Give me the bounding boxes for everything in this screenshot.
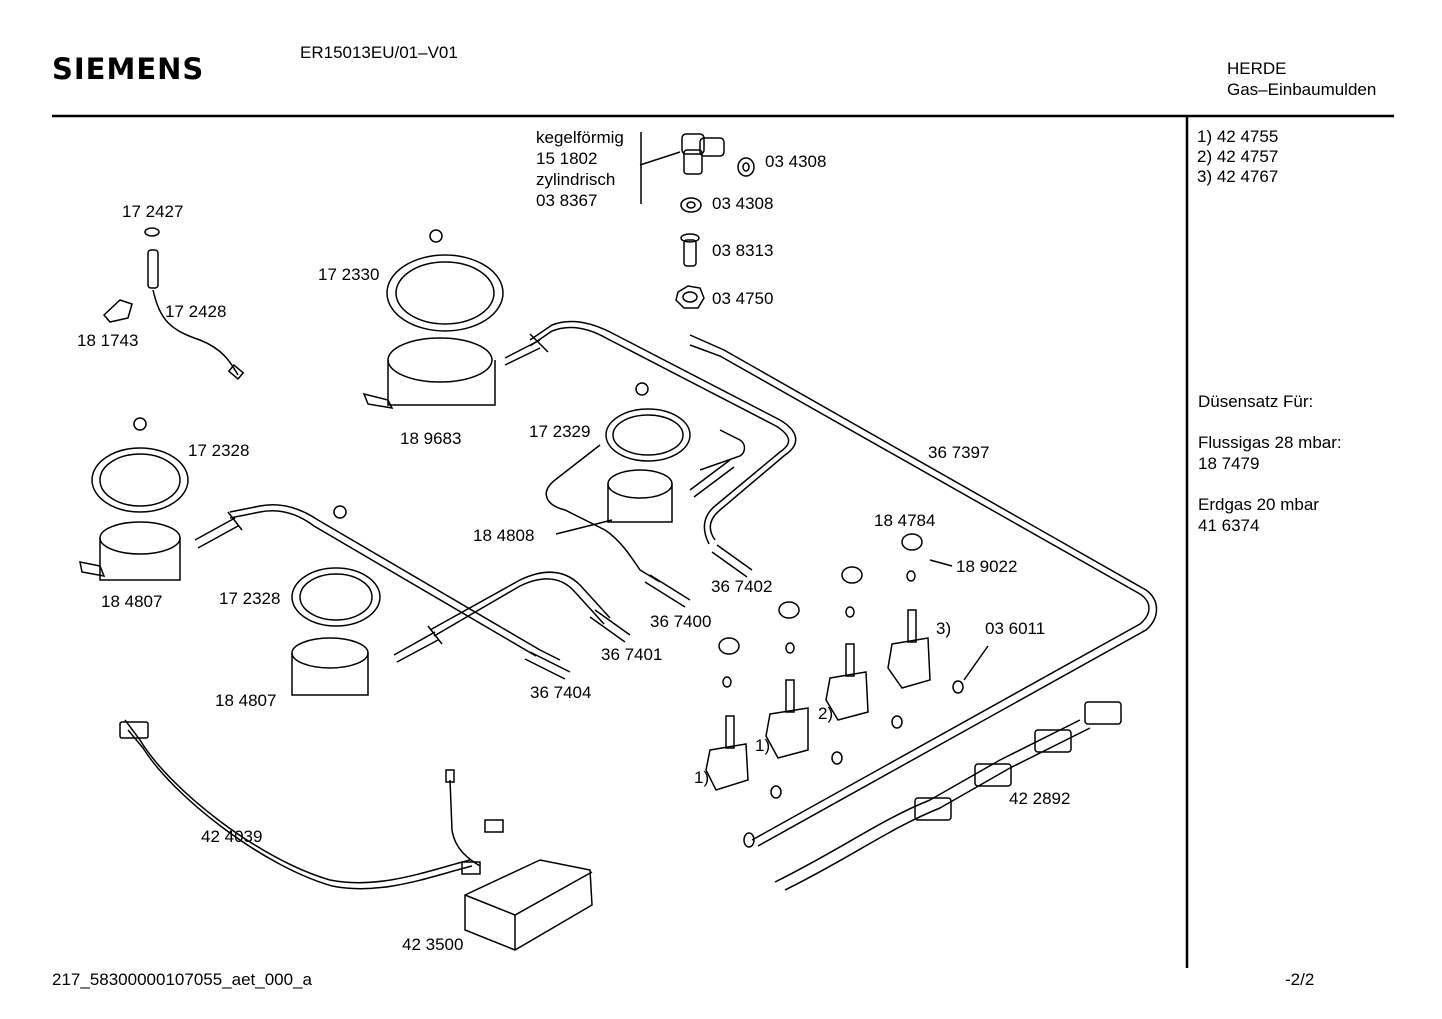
part-label: 36 7404 [530, 683, 592, 702]
part-label: 42 2892 [1009, 789, 1071, 808]
hose-connector-icon [194, 333, 753, 680]
part-label: 17 2329 [529, 422, 591, 441]
clip-icon [102, 299, 133, 323]
lpg-label: Flussigas 28 mbar: [1198, 433, 1342, 452]
part-label: 36 7397 [928, 443, 990, 462]
part-label: 18 9683 [400, 429, 462, 448]
adapter-icon [680, 233, 700, 267]
part-label: 03 4308 [765, 152, 827, 171]
leader-line [963, 645, 989, 681]
product-subcategory: Gas–Einbaumulden [1227, 80, 1377, 99]
part-label: 18 4807 [215, 691, 277, 710]
part-label: 42 3500 [402, 935, 464, 954]
part-label: kegelförmig [536, 128, 624, 147]
nozzle-set-title: Düsensatz Für: [1198, 392, 1314, 411]
variant-item: 2) 42 4757 [1197, 147, 1279, 166]
seal-ring-icon [680, 197, 702, 213]
part-label: 17 2328 [219, 589, 281, 608]
model-number: ER15013EU/01–V01 [300, 43, 458, 62]
part-label: 1) [755, 736, 771, 755]
lpg-part-number: 18 7479 [1198, 454, 1260, 473]
part-label: 03 8367 [536, 191, 598, 210]
part-label: 03 4750 [712, 289, 774, 308]
ng-part-number: 41 6374 [1198, 516, 1260, 535]
leader-line [555, 519, 613, 535]
elbow-fitting-icon [639, 132, 725, 204]
ng-label: Erdgas 20 mbar [1198, 495, 1319, 514]
gas-pipe [529, 320, 797, 541]
nut-icon [675, 285, 705, 309]
product-category: HERDE [1227, 59, 1287, 78]
part-label: 15 1802 [536, 149, 598, 168]
seal-ring-icon [737, 157, 755, 177]
burner-center-icon [605, 382, 691, 523]
ignition-harness-icon [119, 719, 504, 890]
part-label: 36 7402 [711, 577, 773, 596]
part-label: zylindrisch [536, 170, 616, 189]
part-label: 36 7400 [650, 612, 712, 631]
variant-item: 1) 42 4755 [1197, 127, 1279, 146]
part-label: 18 9022 [956, 557, 1018, 576]
document-id: 217_58300000107055_aet_000_a [52, 970, 312, 989]
part-label: 2) [818, 704, 834, 723]
part-label: 18 4808 [473, 526, 535, 545]
burner-left-icon [79, 417, 189, 581]
burner-front-icon [291, 505, 381, 696]
part-label: 18 4784 [874, 511, 936, 530]
page-number: -2/2 [1285, 970, 1315, 989]
nozzle-cap-icon [718, 533, 964, 799]
ignition-electrode-icon [144, 227, 245, 380]
part-label: 03 4308 [712, 194, 774, 213]
part-label: 03 6011 [985, 619, 1046, 638]
part-label: 36 7401 [601, 645, 663, 664]
burner-rear-icon [362, 229, 504, 409]
part-label: 17 2330 [318, 265, 380, 284]
part-label: 18 1743 [77, 331, 139, 350]
part-label: 17 2427 [122, 202, 184, 221]
part-label: 18 4807 [101, 592, 163, 611]
part-label: 03 8313 [712, 241, 774, 260]
ignition-module-icon [464, 859, 593, 951]
part-label: 1) [694, 768, 710, 787]
ignition-switch-harness-icon [774, 701, 1122, 891]
main-gas-pipe [689, 344, 1150, 841]
leader-line [929, 559, 953, 567]
brand-logo: SIEMENS [52, 52, 205, 86]
part-label: 42 4039 [201, 827, 263, 846]
variant-item: 3) 42 4767 [1197, 167, 1279, 186]
part-label: 17 2428 [165, 302, 227, 321]
part-label: 17 2328 [188, 441, 250, 460]
part-label: 3) [936, 619, 952, 638]
gas-valve-icon [705, 609, 931, 791]
